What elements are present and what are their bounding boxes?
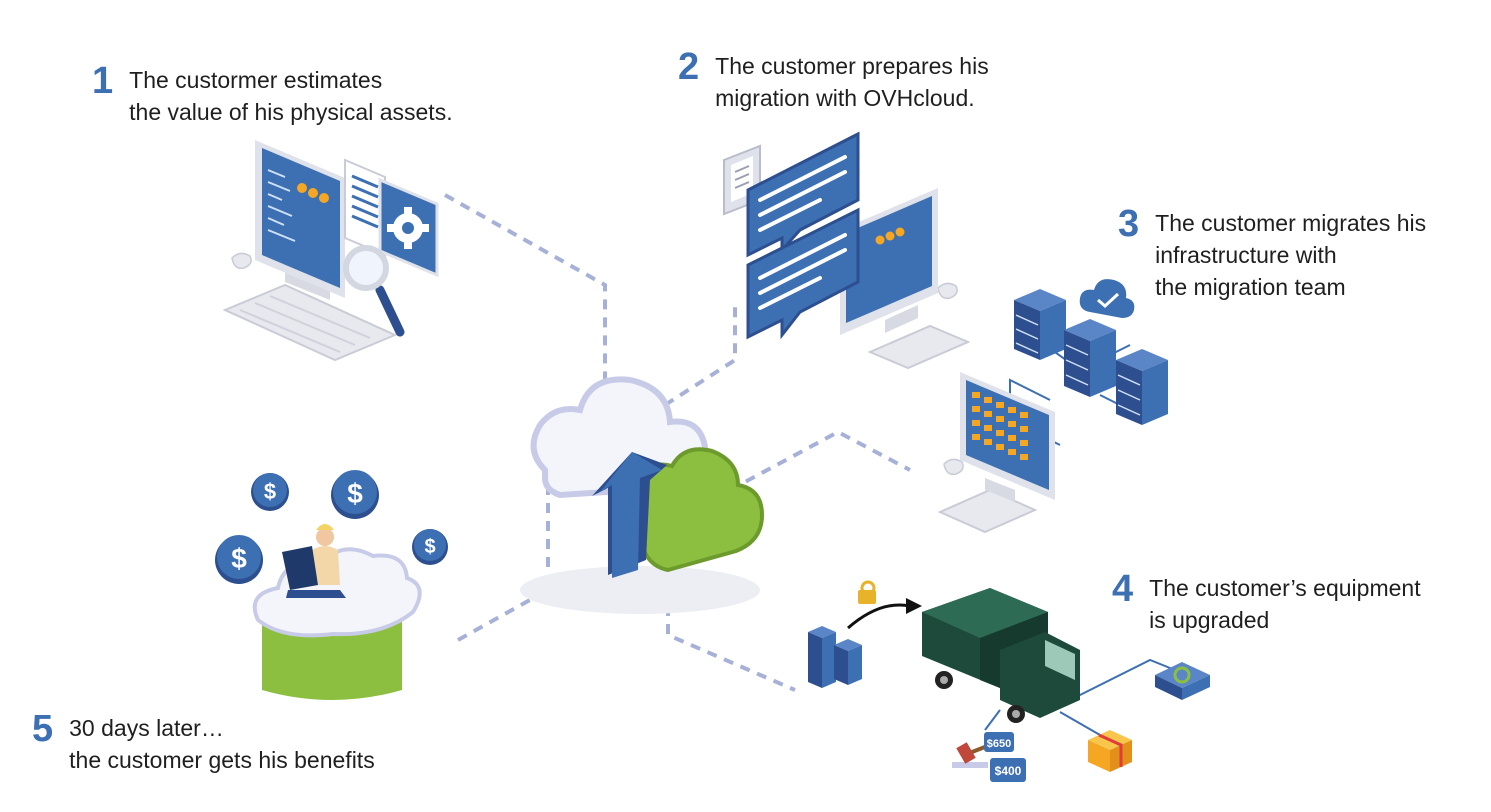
step-text-line: infrastructure with xyxy=(1155,242,1337,268)
step-1: 1 The custormer estimates the value of h… xyxy=(92,60,453,128)
server-stack-icon xyxy=(1014,289,1066,360)
price-tag-400: $400 xyxy=(995,764,1022,778)
svg-text:$: $ xyxy=(264,479,276,504)
mouse xyxy=(937,282,958,300)
step-number: 2 xyxy=(678,46,700,88)
step-number: 1 xyxy=(92,60,114,102)
keyboard xyxy=(222,283,398,362)
person xyxy=(282,524,346,598)
svg-text:$: $ xyxy=(231,543,247,574)
step-number: 4 xyxy=(1112,568,1134,610)
step-text-line: the value of his physical assets. xyxy=(129,99,453,125)
step-text-line: The custormer estimates xyxy=(129,67,383,93)
migration-illustration xyxy=(937,279,1168,534)
preparation-illustration xyxy=(723,131,971,370)
truck-icon xyxy=(922,588,1080,723)
benefits-illustration: $ $ $ $ xyxy=(215,470,448,700)
estimation-illustration xyxy=(222,140,439,362)
connector-step2 xyxy=(663,300,737,407)
dollar-coin-icon: $ xyxy=(412,529,448,565)
step-text-line: migration with OVHcloud. xyxy=(715,85,975,111)
step-number: 3 xyxy=(1118,203,1140,245)
step-text-line: The customer prepares his xyxy=(715,53,989,79)
keyboard xyxy=(867,324,971,370)
chat-bubble-icon xyxy=(746,131,860,258)
step-4: 4 The customer’s equipment is upgraded xyxy=(1112,568,1421,636)
upgrade-illustration: $650 $400 xyxy=(808,580,1210,782)
step-5: 5 30 days later… the customer gets his b… xyxy=(32,708,375,776)
cloud-check-icon xyxy=(1079,279,1135,318)
document-icon xyxy=(351,174,379,229)
step-text-line: is upgraded xyxy=(1149,607,1270,633)
screen-grid xyxy=(972,392,1028,460)
monitor-screen xyxy=(846,196,932,323)
recycle-icon xyxy=(1155,662,1210,700)
step-text-line: the customer gets his benefits xyxy=(69,747,375,773)
gift-box-icon xyxy=(1088,730,1132,772)
step-2: 2 The customer prepares his migration wi… xyxy=(678,46,989,114)
server-stack-icon xyxy=(1116,349,1168,425)
green-base xyxy=(262,620,402,700)
mouse xyxy=(231,252,252,270)
step-text-line: 30 days later… xyxy=(69,715,224,741)
monitor-screen xyxy=(966,380,1049,490)
connector-step3 xyxy=(729,429,911,492)
svg-text:$: $ xyxy=(347,478,363,509)
server-stack-icon xyxy=(808,626,836,688)
document-panel xyxy=(344,158,386,257)
magnifier-icon xyxy=(343,245,405,337)
gear-icon xyxy=(387,207,429,249)
server-stack-icon xyxy=(834,639,862,685)
code-lines xyxy=(267,169,296,242)
dollar-coin-icon: $ xyxy=(331,470,379,519)
connector-step5 xyxy=(457,470,550,642)
transfer-arrow xyxy=(847,603,911,630)
price-tag: $400 xyxy=(990,758,1026,782)
svg-text:$: $ xyxy=(424,536,435,558)
step-text-line: the migration team xyxy=(1155,274,1346,300)
connector-step1 xyxy=(444,193,607,380)
step-3: 3 The customer migrates his infrastructu… xyxy=(1118,203,1427,303)
chat-bubble-icon xyxy=(746,207,860,340)
step-text-line: The customer’s equipment xyxy=(1149,575,1421,601)
server-stack-icon xyxy=(1064,319,1116,397)
step-number: 5 xyxy=(32,708,54,750)
price-tag: $650 xyxy=(984,732,1014,752)
upload-arrow-icon xyxy=(592,452,667,578)
monitor-stand xyxy=(285,270,330,300)
keyboard xyxy=(937,488,1038,534)
key-lock-icon xyxy=(858,580,876,604)
price-tag-650: $650 xyxy=(987,738,1011,750)
step-text-line: The customer migrates his xyxy=(1155,210,1427,236)
mouse xyxy=(943,458,964,476)
dollar-coin-icon: $ xyxy=(215,535,263,584)
dollar-coin-icon: $ xyxy=(251,473,289,511)
monitor-screen xyxy=(262,148,340,288)
central-cloud-illustration xyxy=(520,376,765,614)
